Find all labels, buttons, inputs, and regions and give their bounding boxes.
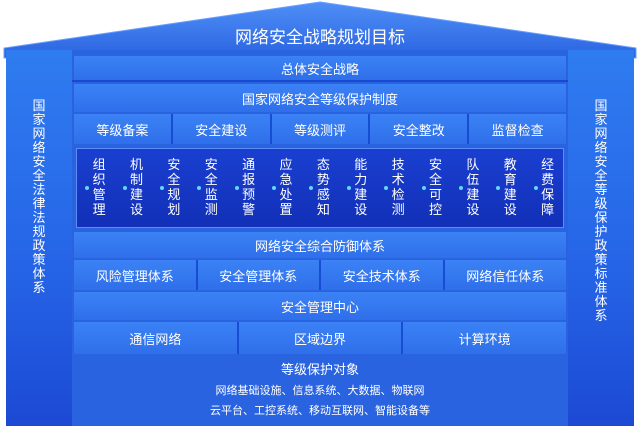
stage-cell: 等级测评 [271, 114, 371, 144]
bullet-dot-icon [384, 186, 389, 190]
bullet-dot-icon [197, 186, 202, 190]
targets-line-2: 云平台、工控系统、移动互联网、智能设备等 [210, 404, 430, 417]
targets-title: 等级保护对象 [280, 362, 359, 378]
stage-cell: 等级备案 [74, 114, 173, 144]
functions-band: 组织管理 机制建设 安全规划 安全监测 通报预警 应急处置 态势感知 能力建设 … [76, 148, 564, 228]
bullet-dot-icon [421, 186, 426, 190]
stages-row: 等级备案 安全建设 等级测评 安全整改 监督检查 [74, 114, 566, 144]
targets-line-1: 网络基础设施、信息系统、大数据、物联网 [215, 384, 425, 397]
defense-row: 网络安全综合防御体系 [74, 232, 566, 258]
function-item: 组织管理 [85, 156, 106, 220]
function-item: 技术检测 [384, 156, 405, 220]
bullet-dot-icon [346, 186, 351, 190]
bullet-dot-icon [122, 186, 127, 190]
standard-policy-system-label: 国家网络安全等级保护政策标准体系 [594, 99, 608, 324]
function-item: 队伍建设 [458, 156, 480, 220]
function-item: 安全监测 [197, 156, 218, 220]
protection-system-cell: 国家网络安全等级保护制度 [74, 84, 566, 112]
security-center-cell: 安全管理中心 [74, 292, 566, 320]
function-item: 安全可控 [421, 156, 443, 220]
stage-cell: 安全建设 [172, 114, 272, 144]
infra-row: 通信网络 区域边界 计算环境 [74, 322, 567, 354]
stage-cell: 监督检查 [469, 114, 566, 144]
infra-cell: 区域边界 [238, 322, 404, 354]
bullet-dot-icon [85, 186, 90, 190]
function-item: 通报预警 [234, 156, 256, 220]
left-pillar [6, 50, 72, 426]
strategy-row: 总体安全战略 [74, 56, 566, 80]
bullet-dot-icon [309, 186, 314, 190]
bullet-dot-icon [159, 186, 164, 190]
function-item: 态势感知 [309, 156, 330, 220]
defense-system-cell: 网络安全综合防御体系 [74, 232, 566, 258]
function-item: 应急处置 [272, 156, 293, 220]
strategy-goal-title: 网络安全战略规划目标 [235, 28, 405, 48]
right-pillar [568, 50, 634, 426]
subsystem-cell: 安全管理体系 [197, 260, 321, 290]
infra-cell: 通信网络 [74, 322, 239, 354]
protection-system-row: 国家网络安全等级保护制度 [74, 84, 566, 112]
subsystem-cell: 安全技术体系 [321, 260, 445, 290]
subsystem-cell: 网络信任体系 [444, 260, 566, 290]
bullet-dot-icon [533, 186, 538, 190]
function-item: 教育建设 [496, 156, 517, 220]
function-item: 经费保障 [533, 156, 555, 220]
defense-subsystems-row: 风险管理体系 安全管理体系 安全技术体系 网络信任体系 [74, 260, 566, 290]
overall-strategy-cell: 总体安全战略 [74, 56, 566, 80]
bullet-dot-icon [272, 186, 277, 190]
law-policy-system-label: 国家网络安全法律法规政策体系 [32, 99, 46, 296]
infra-cell: 计算环境 [403, 322, 567, 354]
function-item: 安全规划 [159, 156, 181, 220]
bullet-dot-icon [458, 186, 463, 190]
bullet-dot-icon [234, 186, 239, 190]
targets-block: 等级保护对象 网络基础设施、信息系统、大数据、物联网 云平台、工控系统、移动互联… [74, 356, 566, 420]
function-item: 能力建设 [346, 156, 368, 220]
divider [72, 80, 568, 82]
function-item: 机制建设 [122, 156, 144, 220]
subsystem-cell: 风险管理体系 [74, 260, 198, 290]
bullet-dot-icon [496, 186, 501, 190]
stage-cell: 安全整改 [370, 114, 470, 144]
center-row: 安全管理中心 [74, 292, 566, 320]
